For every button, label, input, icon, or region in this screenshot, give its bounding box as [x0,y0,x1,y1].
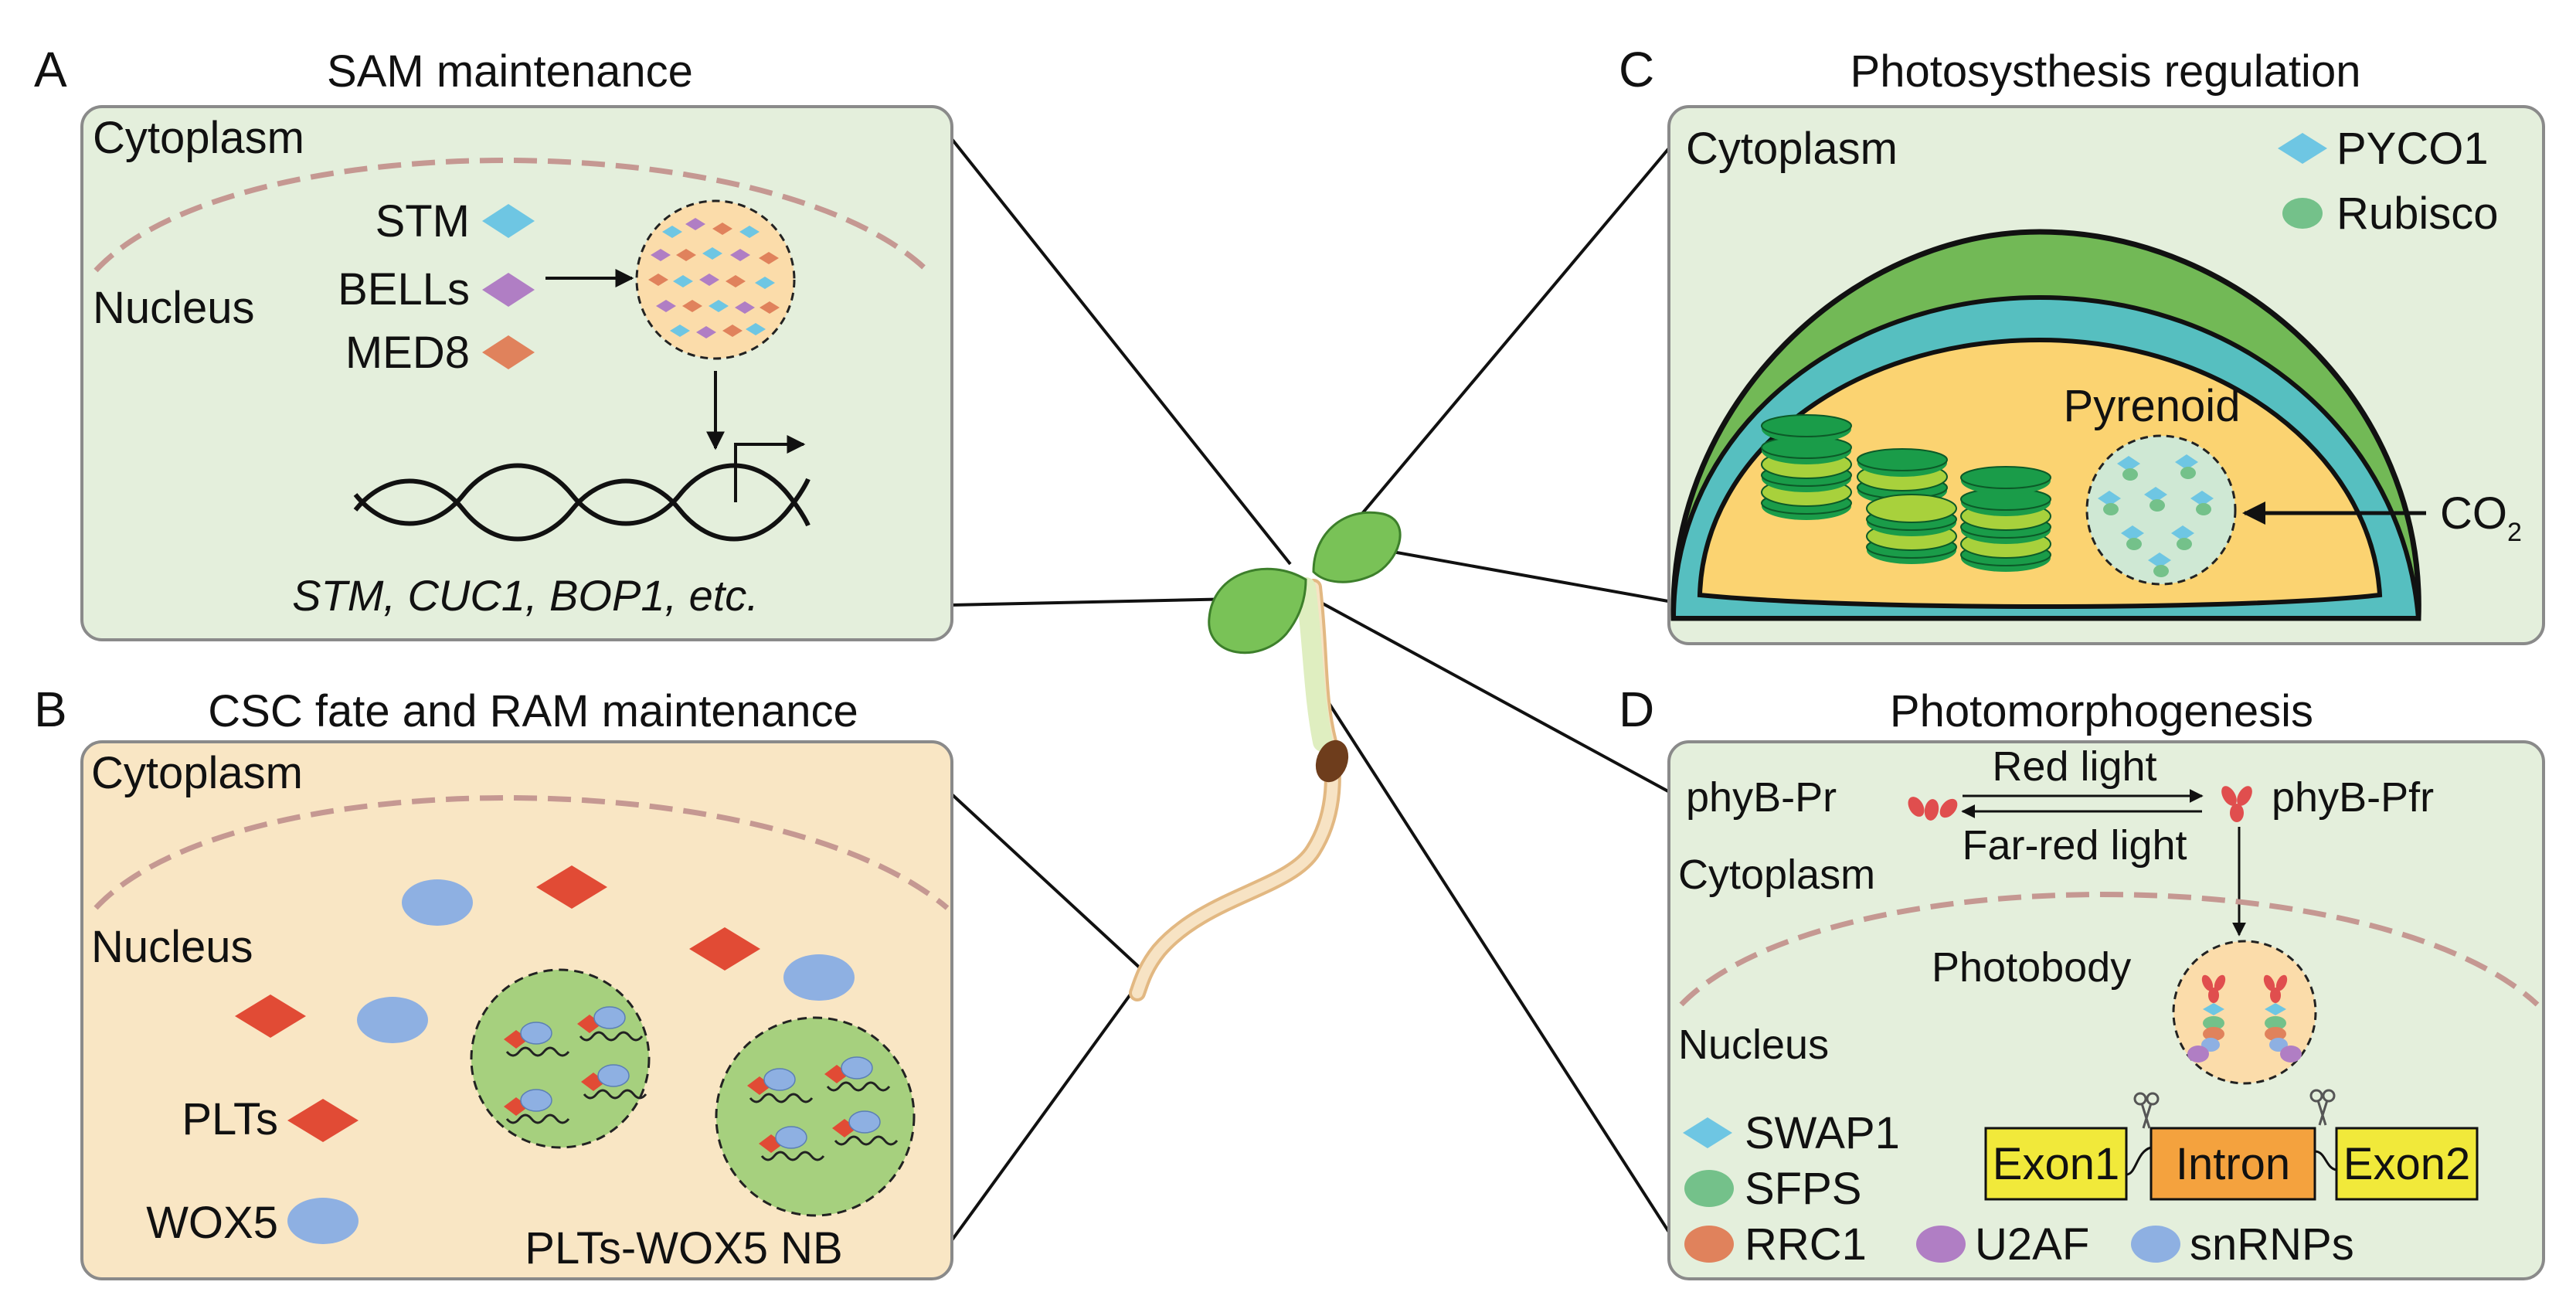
scissors-icon [2133,1092,2160,1129]
photobody-label: Photobody [1932,944,2131,991]
plts-label: PLTs [182,1094,278,1144]
pyrenoid-label: Pyrenoid [2064,381,2241,431]
sfps-legend-icon [1684,1170,1734,1207]
phyb-pfr-icon [2221,786,2252,822]
red-light-label: Red light [1992,743,2156,790]
exon1-box [1984,1127,2128,1201]
panel-a: A SAM maintenance Cytoplasm Nucleus STM … [34,42,953,641]
panel-letter: D [1619,682,1654,737]
seedling-illustration [1129,511,1402,1001]
intron-box [2149,1127,2316,1201]
panel-b: B CSC fate and RAM maintenance Cytoplasm… [34,682,953,1280]
scissors-icon [2309,1089,2336,1126]
nucleus-label: Nucleus [93,283,255,333]
nb-label: PLTs-WOX5 NB [525,1223,842,1273]
target-genes-label: STM, CUC1, BOP1, etc. [292,571,759,620]
pyrenoid [2085,434,2237,586]
far-red-light-label: Far-red light [1962,822,2187,869]
phyb-pfr-label: phyB-Pfr [2272,774,2434,821]
pyco1-legend-label: PYCO1 [2336,124,2489,174]
snrnps-legend-icon [2131,1226,2180,1263]
wox5-ellipse-icon [287,1198,359,1244]
thylakoid-stack [1866,494,1957,565]
pyco1-legend-icon [2278,133,2327,164]
exon1-label: Exon1 [1993,1139,2119,1189]
panel-title: Photosysthesis regulation [1850,46,2361,97]
rubisco-legend-icon [2282,198,2323,229]
connector-lines [950,138,1678,1246]
intron-label: Intron [2176,1139,2290,1189]
wox5-protein [402,879,473,926]
nuclear-membrane [1679,892,2540,1007]
nuclear-body [470,968,651,1149]
u2af-legend-label: U2AF [1975,1219,2089,1270]
exon2-box [2335,1127,2479,1201]
panel-letter: C [1619,42,1654,97]
cytoplasm-label: Cytoplasm [91,748,303,798]
photobody [2172,940,2317,1085]
rrc1-legend-icon [1684,1226,1734,1263]
panel-box [80,105,953,641]
panel-title: Photomorphogenesis [1890,686,2313,736]
thylakoid-stack [1960,466,2051,573]
panel-box [1667,740,2545,1280]
co2-label: CO2 [2440,488,2522,547]
cytoplasm-label: Cytoplasm [1678,852,1875,898]
tss-arrow [734,435,806,502]
panel-title: SAM maintenance [327,46,693,97]
wox5-protein [783,954,855,1001]
u2af-legend-icon [1916,1226,1966,1263]
panel-letter: A [34,42,67,97]
panel-c: C Photosysthesis regulation Cytoplasm PY… [1619,42,2545,645]
med8-legend-label: MED8 [345,328,470,378]
panel-title: CSC fate and RAM maintenance [208,686,858,736]
co2-text: CO [2440,488,2507,539]
bells-legend-label: BELLs [338,264,470,314]
chloroplast [1670,229,2421,621]
cytoplasm-label: Cytoplasm [1686,124,1898,174]
phyb-pr-icon [1908,797,1958,821]
panel-d: D Photomorphogenesis phyB-Pr Red light F… [1619,682,2545,1280]
swap1-legend-icon [1683,1117,1732,1148]
nuclear-membrane [93,795,950,910]
rubisco-legend-label: Rubisco [2336,189,2499,239]
wox5-protein [357,997,428,1043]
pre-mrna: Exon1 Intron Exon2 [1984,1089,2479,1201]
dna-double-helix [353,463,811,542]
co2-subscript: 2 [2507,518,2522,547]
nuclear-membrane [93,158,929,273]
thylakoid-stack [1761,414,1852,521]
phyb-pr-label: phyB-Pr [1686,774,1837,821]
nucleus-label: Nucleus [91,922,253,972]
nuclear-body [715,1016,916,1217]
sfps-legend-label: SFPS [1745,1164,1862,1214]
snrnps-legend-label: snRNPs [2190,1219,2354,1270]
cytoplasm-label: Cytoplasm [93,113,304,163]
rrc1-legend-label: RRC1 [1745,1219,1867,1270]
wox5-label: WOX5 [146,1198,278,1248]
nucleus-label: Nucleus [1678,1022,1829,1068]
stm-legend-label: STM [376,196,470,246]
panel-letter: B [34,682,67,737]
condensate-droplet [635,199,796,360]
swap1-legend-label: SWAP1 [1745,1108,1900,1158]
exon2-label: Exon2 [2343,1139,2470,1189]
